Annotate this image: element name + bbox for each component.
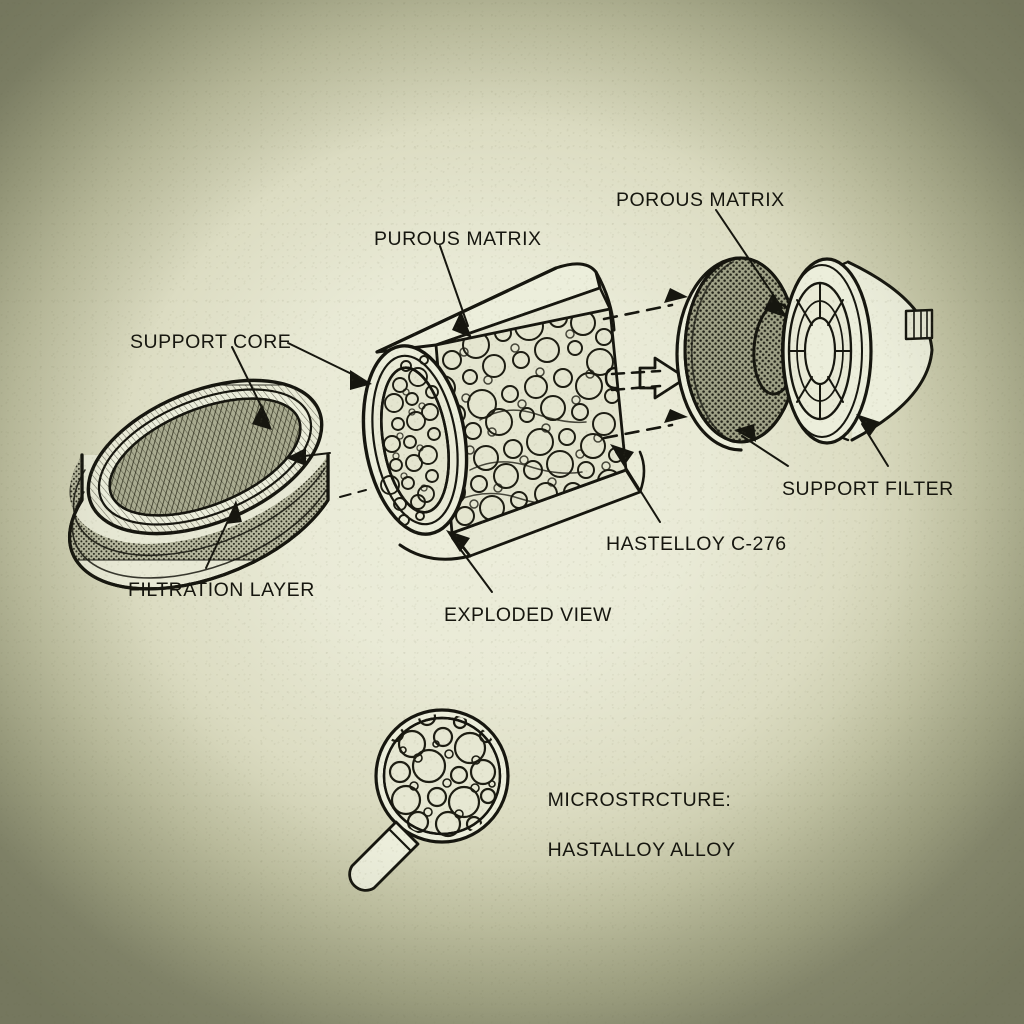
magnifier-component (348, 708, 510, 892)
label-purous-matrix: PUROUS MATRIX (374, 228, 542, 250)
callout-microstructure: MICROSTRCTURE: HASTALLOY ALLOY (524, 763, 735, 888)
label-support-core: SUPPORT CORE (130, 331, 292, 353)
support-filter-component (781, 257, 934, 445)
cutaway-cylinder-component (361, 262, 646, 561)
label-support-filter: SUPPORT FILTER (782, 478, 954, 500)
label-hastelloy-c276: HASTELLOY C-276 (606, 533, 787, 555)
filter-disc-component (67, 378, 336, 591)
label-porous-matrix: POROUS MATRIX (616, 189, 785, 211)
assembly-direction-arrows (602, 288, 688, 440)
leader-lines (205, 209, 889, 593)
callout-line-1: MICROSTRCTURE: (547, 789, 732, 811)
label-exploded-view: EXPLODED VIEW (444, 604, 612, 626)
label-filtration-layer: FILTRATION LAYER (128, 579, 315, 601)
callout-line-2: HASTALLOY ALLOY (547, 839, 736, 861)
